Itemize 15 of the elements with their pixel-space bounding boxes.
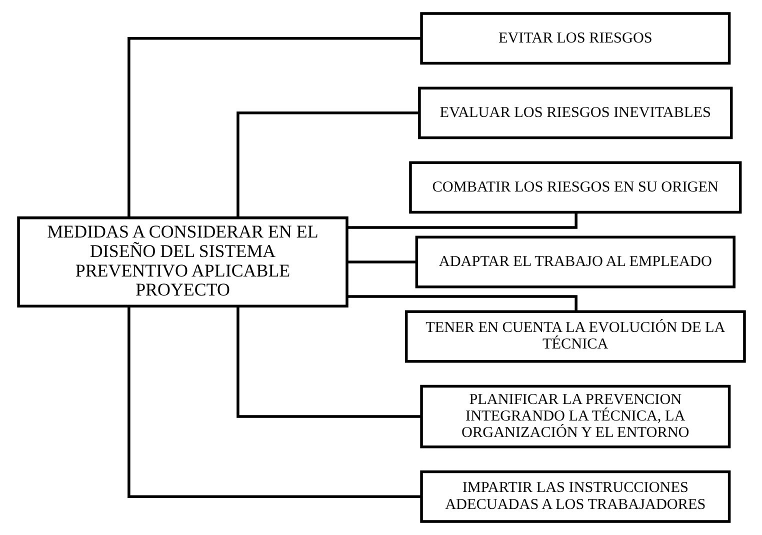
node-box: ADAPTAR EL TRABAJO AL EMPLEADO (414, 236, 735, 288)
connector (127, 306, 421, 498)
connector (236, 112, 419, 218)
node-box: EVALUAR LOS RIESGOS INEVITABLES (418, 86, 732, 140)
connector (346, 212, 577, 229)
node-box: TENER EN CUENTA LA EVOLUCIÓN DE LA TÉCNICA (404, 310, 746, 363)
node-box: MEDIDAS A CONSIDERAR EN EL DISEÑO DEL SISTEMA PREVENTIVO APLICABLE PROYECTO (16, 216, 348, 308)
connector (127, 37, 421, 218)
node-box: EVITAR LOS RIESGOS (420, 12, 730, 65)
node-box: PLANIFICAR LA PREVENCION INTEGRANDO LA TÉCNICA, LA ORGANIZACIÓN Y EL ENTORNO (420, 384, 730, 448)
connector (236, 306, 421, 418)
connector (346, 295, 577, 312)
connector (346, 260, 416, 264)
node-box: IMPARTIR LAS INSTRUCCIONES ADECUADAS A LOS TRABAJADORES (420, 470, 730, 523)
node-box: COMBATIR LOS RIESGOS EN SU ORIGEN (408, 161, 742, 214)
